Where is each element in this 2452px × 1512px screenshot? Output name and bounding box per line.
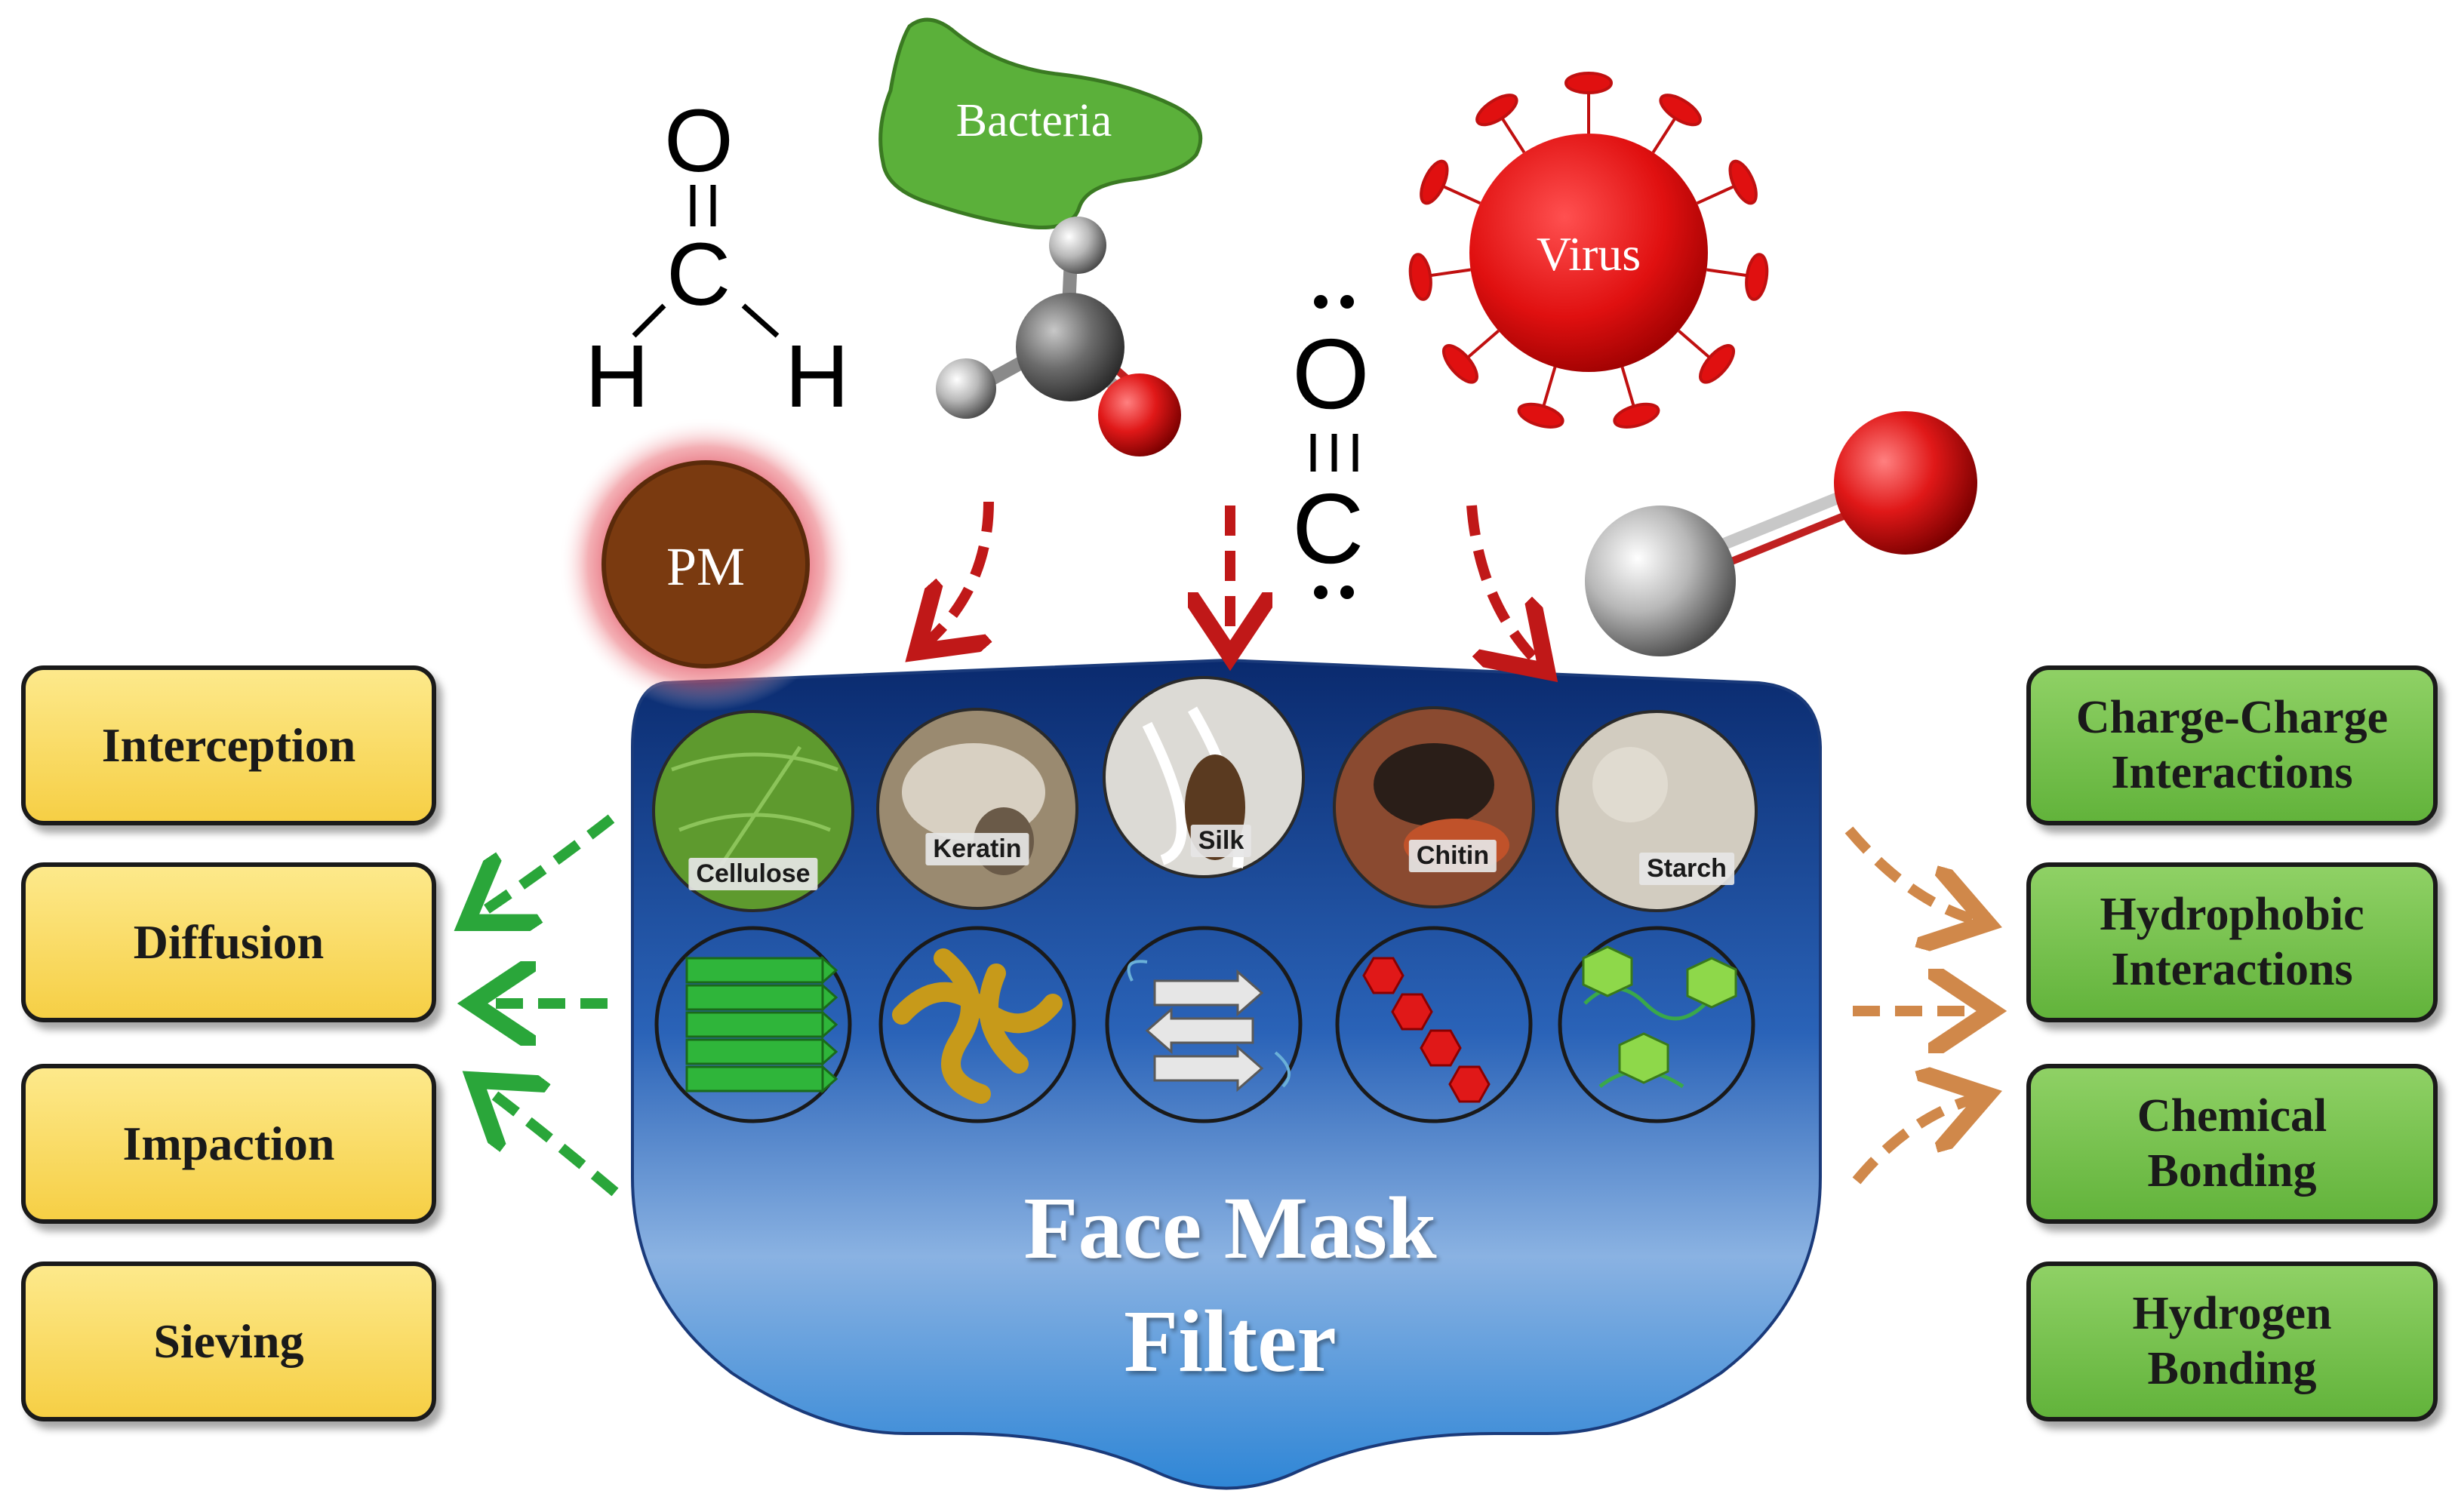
mechanism-label: Hydrogen Bonding [2132, 1287, 2332, 1394]
mask-title-line2: Filter [1124, 1292, 1337, 1391]
formaldehyde-hydrogen-right: H [785, 327, 850, 426]
mechanism-label: Hydrophobic Interactions [2100, 888, 2364, 995]
virus-spike [1728, 159, 1758, 205]
chitin-structure [1362, 957, 1491, 1103]
keratin-structure [892, 948, 1063, 1104]
silk-structure [1127, 960, 1291, 1093]
mechanism-label: Diffusion [133, 915, 325, 970]
material-label-cellulose: Cellulose [688, 858, 818, 890]
co-lewis-structure [1310, 295, 1358, 599]
pm-label: PM [666, 536, 746, 597]
virus-particle [1408, 72, 1769, 429]
formaldehyde-carbon: C [666, 225, 731, 324]
arrow-to-chemical-bonding [1852, 1098, 1977, 1185]
formaldehyde-oxygen: O [664, 91, 734, 191]
virus-spike [1659, 94, 1702, 127]
material-label-silk: Silk [1190, 825, 1252, 857]
mechanism-chemical-bonding: Chemical Bonding [2026, 1064, 2438, 1224]
mask-title-line1: Face Mask [1023, 1179, 1437, 1277]
virus-spike [1517, 402, 1564, 429]
mechanism-label: Sieving [153, 1314, 304, 1369]
mechanism-charge-charge: Charge-Charge Interactions [2026, 665, 2438, 825]
arrow-into-mask-right [1466, 505, 1540, 664]
mechanism-impaction: Impaction [21, 1064, 436, 1224]
pm-particle [601, 460, 810, 668]
bacteria-blob [878, 17, 1203, 230]
cellulose-structure [685, 955, 838, 1094]
formaldehyde-hydrogen-left: H [585, 327, 650, 426]
virus-spike [1408, 253, 1432, 301]
mechanism-hydrophobic: Hydrophobic Interactions [2026, 862, 2438, 1022]
virus-label: Virus [1536, 227, 1641, 281]
virus-spike [1564, 72, 1613, 94]
material-structures [654, 926, 1755, 1123]
mechanism-sieving: Sieving [21, 1262, 436, 1421]
virus-spike [1475, 94, 1518, 127]
bacteria-label: Bacteria [955, 95, 1112, 146]
mechanism-label: Interception [101, 718, 356, 773]
ball-stick-molecule [936, 217, 1181, 456]
mechanism-diffusion: Diffusion [21, 862, 436, 1022]
arrow-to-impaction [483, 1086, 619, 1197]
virus-spike [1699, 344, 1736, 384]
co-carbon: C [1292, 473, 1364, 584]
co-ball-model [1585, 411, 1977, 656]
material-label-chitin: Chitin [1408, 840, 1497, 872]
starch-structure [1582, 945, 1737, 1089]
virus-spike [1745, 253, 1769, 301]
mechanism-label: Impaction [122, 1117, 335, 1171]
virus-spike [1441, 344, 1478, 384]
mechanism-hydrogen-bonding: Hydrogen Bonding [2026, 1262, 2438, 1421]
arrow-into-mask-left [924, 501, 994, 645]
virus-spike [1613, 402, 1660, 429]
arrow-to-charge-interactions [1844, 826, 1977, 920]
material-label-starch: Starch [1639, 853, 1734, 885]
virus-spike [1420, 159, 1449, 205]
co-oxygen: O [1292, 318, 1370, 429]
mechanism-label: Chemical Bonding [2137, 1089, 2327, 1197]
mechanism-label: Charge-Charge Interactions [2075, 691, 2389, 798]
mechanism-interception: Interception [21, 665, 436, 825]
arrow-to-interception [475, 814, 615, 917]
material-label-keratin: Keratin [925, 833, 1029, 865]
